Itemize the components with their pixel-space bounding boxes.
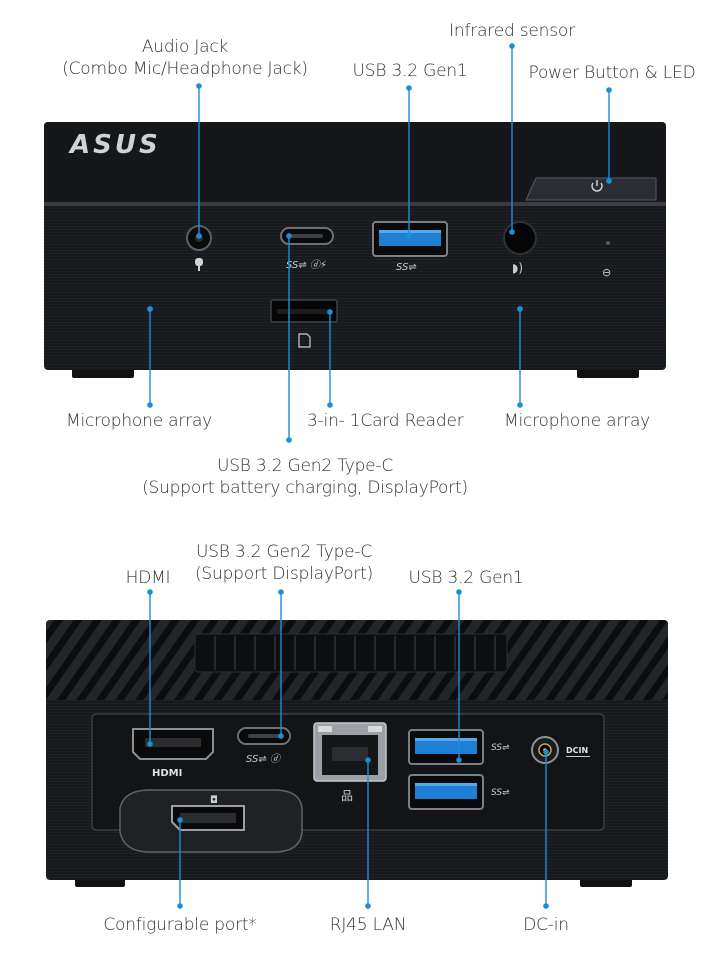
asus-logo: ASUS — [68, 130, 161, 160]
label-front-usb-gen1: USB 3.2 Gen1 — [352, 61, 468, 81]
leader-front-usb-gen1-end-dot — [406, 233, 412, 239]
leader-front-typec-end-dot — [286, 437, 292, 443]
label-infrared-sensor: Infrared sensor — [449, 21, 575, 41]
displayport-icon: ◘ — [210, 795, 218, 806]
leader-rear-usb-gen1-end-dot — [456, 757, 462, 763]
power-button[interactable] — [525, 177, 657, 201]
leader-configurable-start-dot — [177, 817, 183, 823]
leader-infrared-start-dot — [509, 43, 515, 49]
label-rear-typec-line1: USB 3.2 Gen2 Type-C — [195, 542, 373, 562]
leader-rj45-start-dot — [365, 757, 371, 763]
storage-led-icon: ⊖ — [602, 266, 611, 279]
label-audio-jack-line2: (Combo Mic/Headphone Jack) — [62, 59, 308, 79]
leader-infrared-end-dot — [509, 229, 515, 235]
front-foot-right — [577, 368, 639, 378]
label-front-typec-line1: USB 3.2 Gen2 Type-C — [216, 456, 394, 476]
power-icon — [591, 180, 603, 192]
callout-leaders — [147, 43, 612, 909]
leader-mic-left-start-dot — [147, 306, 153, 312]
usb-superspeed-icon: SS⇌ — [491, 788, 510, 798]
leader-mic-right-end-dot — [517, 402, 523, 408]
label-hdmi: HDMI — [125, 568, 171, 588]
leader-rear-typec-start-dot — [278, 589, 284, 595]
label-front-typec-line2: (Support battery charging, DisplayPort) — [142, 478, 468, 498]
status-led — [606, 241, 610, 245]
leader-card-reader-end-dot — [327, 402, 333, 408]
label-dcin: DC-in — [523, 915, 569, 935]
rear-vent-grille — [194, 633, 508, 673]
infrared-sensor — [503, 221, 537, 255]
label-configurable-port: Configurable port* — [103, 915, 257, 935]
leader-power-start-dot — [606, 87, 612, 93]
leader-mic-left-end-dot — [147, 402, 153, 408]
leader-audio-jack-end-dot — [196, 233, 202, 239]
leader-card-reader-start-dot — [327, 309, 333, 315]
label-audio-jack: Audio Jack (Combo Mic/Headphone Jack) — [62, 36, 308, 80]
leader-power-end-dot — [606, 178, 612, 184]
label-power-button: Power Button & LED — [528, 63, 696, 83]
front-foot-left — [72, 368, 134, 378]
label-audio-jack-line1: Audio Jack — [141, 37, 229, 57]
leader-rj45-end-dot — [365, 903, 371, 909]
leader-front-typec-start-dot — [286, 233, 292, 239]
infrared-icon: ◗) — [512, 261, 523, 275]
lan-led-right — [368, 726, 382, 732]
front-device: ASUS SS⇌ ⓓ⚡ SS⇌ ◗) ⊖ — [44, 122, 666, 378]
usb-superspeed-icon: SS⇌ ⓓ⚡ — [286, 259, 327, 271]
usb-superspeed-icon: SS⇌ ⓓ — [246, 753, 282, 765]
usb-superspeed-icon: SS⇌ — [396, 262, 417, 273]
leader-dcin-start-dot — [543, 749, 549, 755]
leader-hdmi-start-dot — [147, 589, 153, 595]
usb-superspeed-icon: SS⇌ — [491, 743, 510, 753]
label-rear-typec: USB 3.2 Gen2 Type-C (Support DisplayPort… — [195, 541, 373, 585]
label-rear-typec-line2: (Support DisplayPort) — [194, 564, 374, 584]
lan-led-left — [318, 726, 332, 732]
dcin-silkscreen: DCIN — [566, 746, 588, 755]
leader-rear-typec-end-dot — [278, 733, 284, 739]
leader-rear-usb-gen1-start-dot — [456, 589, 462, 595]
label-card-reader: 3-in- 1Card Reader — [307, 411, 464, 431]
rear-device: HDMI SS⇌ ⓓ 品 SS⇌ SS⇌ DCIN ◘ — [46, 620, 668, 887]
lan-icon: 品 — [341, 789, 353, 803]
sd-card-icon — [298, 333, 311, 348]
leader-audio-jack-start-dot — [196, 83, 202, 89]
label-front-typec: USB 3.2 Gen2 Type-C (Support battery cha… — [142, 455, 468, 499]
leader-mic-right-start-dot — [517, 306, 523, 312]
front-band-divider — [44, 202, 666, 206]
label-mic-left: Microphone array — [66, 411, 213, 431]
headset-icon — [195, 258, 203, 271]
label-rj45-lan: RJ45 LAN — [329, 915, 407, 935]
leader-hdmi-end-dot — [147, 741, 153, 747]
leader-front-usb-gen1-start-dot — [406, 85, 412, 91]
leader-dcin-end-dot — [543, 903, 549, 909]
leader-configurable-end-dot — [177, 903, 183, 909]
label-mic-right: Microphone array — [504, 411, 651, 431]
label-rear-usb-gen1: USB 3.2 Gen1 — [408, 568, 524, 588]
hdmi-silkscreen: HDMI — [152, 768, 182, 779]
